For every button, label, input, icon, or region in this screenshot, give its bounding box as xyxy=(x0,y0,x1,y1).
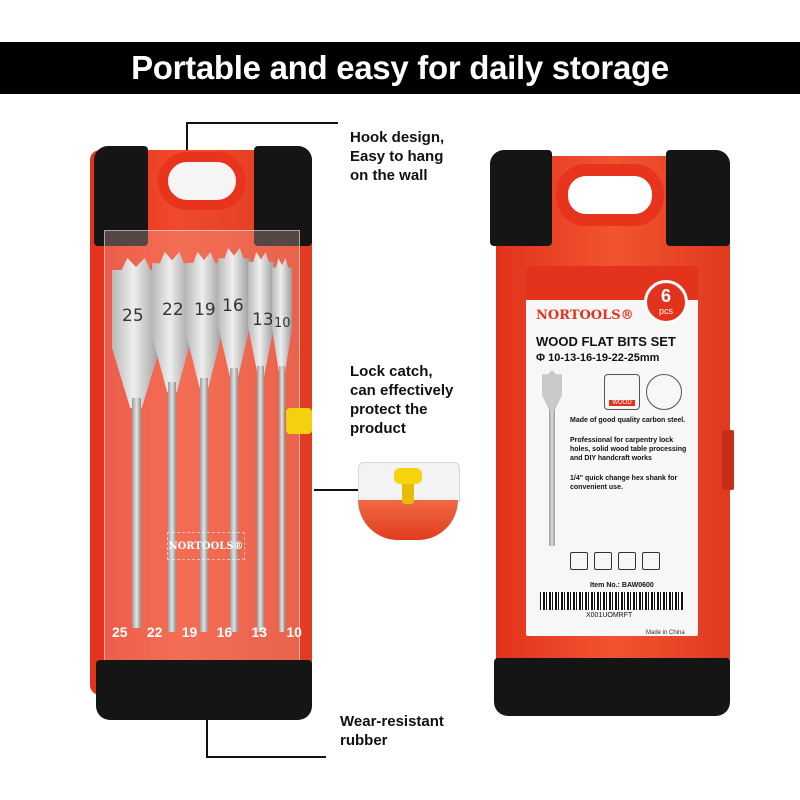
size-row-16: 16 xyxy=(216,624,233,640)
lock-leader xyxy=(314,489,358,491)
hook-callout-text: Hook design, Easy to hang on the wall xyxy=(350,129,445,184)
bit-label-10: 10 xyxy=(274,316,291,331)
product-label: 6 pcs NORTOOLS® WOOD FLAT BITS SET Φ 10-… xyxy=(526,266,698,636)
item-number: Item No.: BAW0600 xyxy=(590,582,654,589)
feature-2: Professional for carpentry lock holes, s… xyxy=(570,437,687,462)
back-hook-hole xyxy=(556,164,664,226)
wood-icon: WOOD xyxy=(604,374,640,410)
front-top-left-rubber xyxy=(94,146,148,246)
feature-1: Made of good quality carbon steel. xyxy=(570,417,686,424)
pcs-count: 6 xyxy=(660,286,671,306)
front-hook-hole xyxy=(158,152,246,210)
rubber-leader-horizontal xyxy=(206,756,326,758)
back-case: 6 pcs NORTOOLS® WOOD FLAT BITS SET Φ 10-… xyxy=(490,150,736,716)
goggles-icon xyxy=(594,552,612,570)
bit-label-19: 19 xyxy=(194,300,216,320)
wood-label: WOOD xyxy=(609,400,635,406)
made-in: Made in China xyxy=(646,630,685,636)
bit-illustration xyxy=(540,370,564,546)
safety-icons xyxy=(570,552,660,570)
bit-10: 10 xyxy=(272,258,292,632)
ear-protection-icon xyxy=(618,552,636,570)
front-bottom-rubber xyxy=(96,660,312,720)
size-row-25: 25 xyxy=(112,624,128,640)
barcode-text: X001UOMRFT xyxy=(586,612,633,619)
bit-19: 19 xyxy=(186,252,222,632)
product-title: WOOD FLAT BITS SET xyxy=(536,334,676,349)
barcode xyxy=(540,592,684,610)
back-top-right-rubber xyxy=(666,150,730,246)
bit-22: 22 xyxy=(152,252,192,632)
hook-leader-vertical xyxy=(186,122,188,166)
pcs-badge: 6 pcs xyxy=(644,280,688,324)
bit-label-25: 25 xyxy=(122,306,144,326)
rubber-leader-vertical xyxy=(206,718,208,758)
bit-13: 13 xyxy=(248,252,274,632)
back-top-left-rubber xyxy=(490,150,552,246)
back-bottom-rubber xyxy=(494,658,730,716)
feature-3: 1/4" quick change hex shank for convenie… xyxy=(570,475,678,491)
bit-label-16: 16 xyxy=(222,296,244,316)
rubber-callout-text: Wear-resistant rubber xyxy=(340,713,444,749)
front-top-right-rubber xyxy=(254,146,312,246)
lock-catch xyxy=(286,408,312,434)
size-row-10: 10 xyxy=(286,624,302,640)
size-row: 25 22 19 16 13 10 xyxy=(112,624,302,640)
size-row-22: 22 xyxy=(146,624,163,640)
size-row-19: 19 xyxy=(181,624,198,640)
bit-16: 16 xyxy=(218,248,250,632)
bit-label-22: 22 xyxy=(162,300,184,320)
lock-callout-text: Lock catch, can effectively protect the … xyxy=(350,363,454,437)
mask-icon xyxy=(642,552,660,570)
quality-seal-icon xyxy=(646,374,682,410)
brand-name: NORTOOLS® xyxy=(536,308,634,323)
size-row-13: 13 xyxy=(251,624,268,640)
product-sizes: Φ 10-13-16-19-22-25mm xyxy=(536,352,660,364)
lock-catch-detail xyxy=(358,462,460,540)
back-latch xyxy=(722,430,734,490)
front-logo: NORTOOLS® xyxy=(167,532,245,560)
hook-leader-horizontal xyxy=(186,122,338,124)
gloves-icon xyxy=(570,552,588,570)
pcs-unit: pcs xyxy=(658,306,673,316)
front-case: 25 22 19 16 13 10 xyxy=(82,140,320,720)
banner-title: Portable and easy for daily storage xyxy=(0,42,800,94)
lock-catch-knob xyxy=(394,468,422,484)
bit-label-13: 13 xyxy=(252,310,274,330)
